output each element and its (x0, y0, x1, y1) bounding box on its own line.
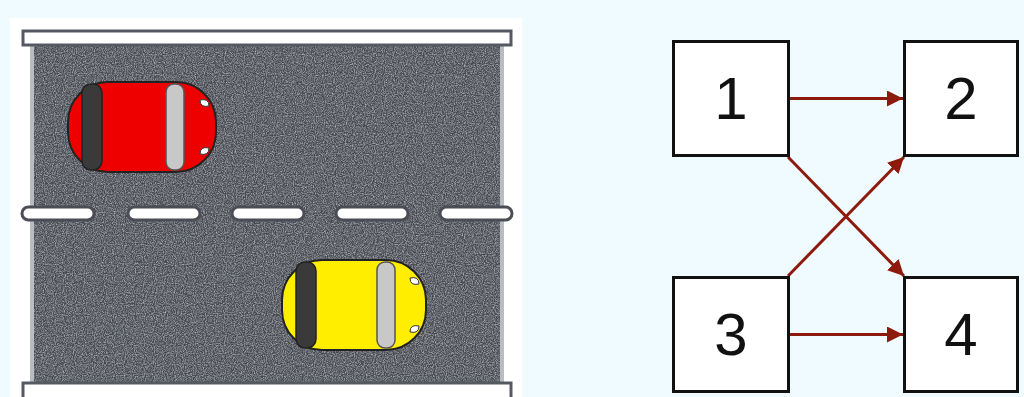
lane-dash (22, 207, 94, 220)
road-barrier (23, 383, 511, 397)
car-windshield (166, 84, 184, 170)
lane-dash (232, 207, 304, 220)
car-headlight (200, 100, 209, 107)
flow-arrow (790, 333, 903, 336)
car-windshield (377, 262, 395, 348)
road-barrier (23, 31, 511, 45)
red-car (68, 82, 216, 172)
flow-arrow (788, 157, 904, 276)
road-ground (10, 18, 522, 397)
car-headlight (410, 278, 419, 285)
box-number: 2 (944, 69, 977, 129)
car-body (68, 82, 216, 172)
process-box: 4 (903, 276, 1019, 393)
process-box: 3 (672, 276, 790, 393)
asphalt (30, 42, 504, 387)
flow-arrow (790, 97, 903, 100)
box-number: 1 (714, 69, 747, 129)
yellow-car (282, 260, 426, 350)
lane-dash (440, 207, 512, 220)
car-rear-window (296, 262, 316, 348)
car-headlight (200, 148, 209, 155)
lane-dash (336, 207, 408, 220)
lane-dash (128, 207, 200, 220)
box-number: 3 (714, 305, 747, 365)
car-body (282, 260, 426, 350)
box-number: 4 (944, 305, 977, 365)
process-box: 2 (903, 40, 1019, 157)
asphalt-texture (30, 42, 504, 387)
process-box: 1 (672, 40, 790, 157)
lane-divider (22, 207, 512, 220)
car-headlight (410, 326, 419, 333)
flow-arrow (788, 157, 904, 276)
car-rear-window (82, 84, 102, 170)
